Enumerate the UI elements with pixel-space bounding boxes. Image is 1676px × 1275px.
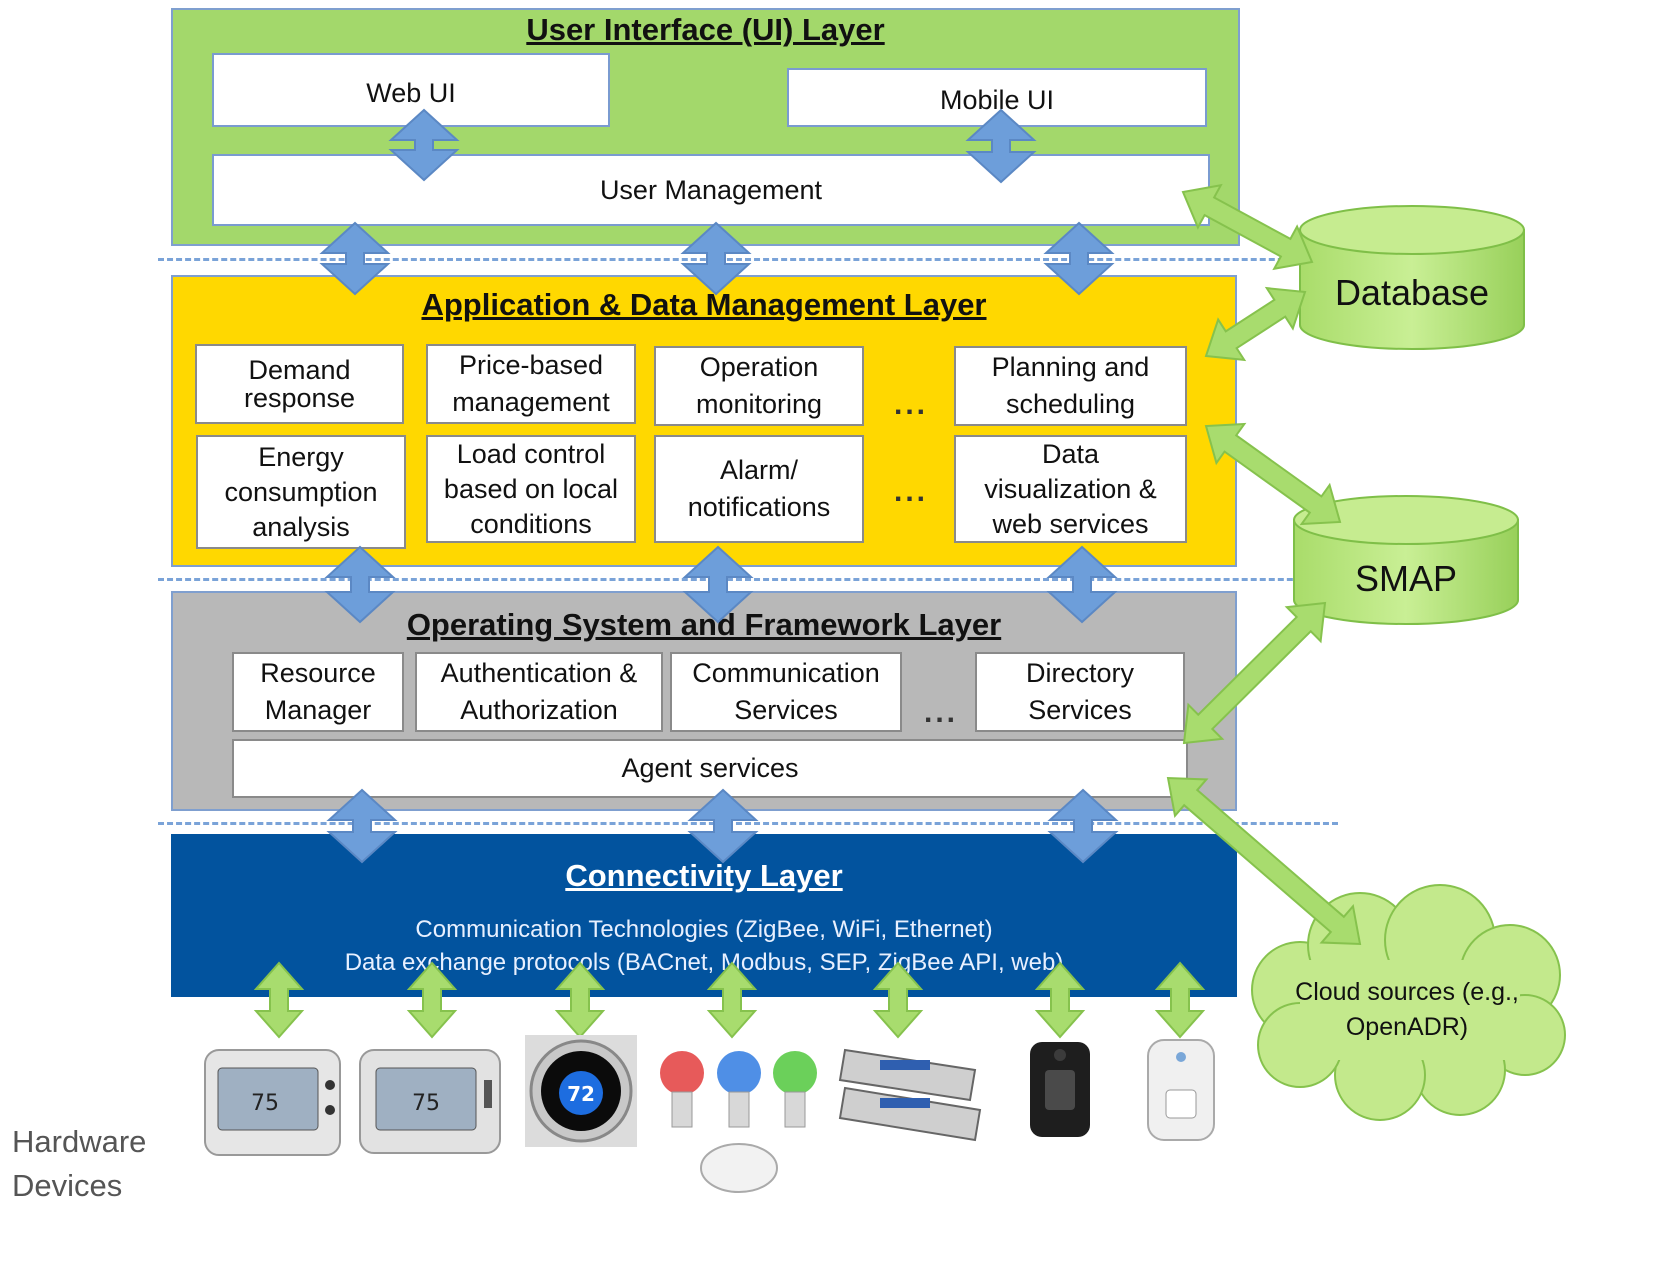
- device-link-arrow-6: [1034, 961, 1086, 1039]
- user-management-box: User Management: [212, 154, 1210, 226]
- layer-separator-2: [158, 578, 1338, 581]
- device-link-arrow-5: [872, 961, 924, 1039]
- user-management-database-arrow: [1181, 183, 1314, 271]
- ui-to-app-arrow-3: [1043, 221, 1115, 296]
- communication-technologies-text: Communication Technologies (ZigBee, WiFi…: [415, 916, 993, 943]
- thermostat-reading-2: 75: [412, 1091, 440, 1116]
- app-more-ellipsis-2: ...: [894, 475, 929, 508]
- communication-services-box: Communication Services: [670, 652, 902, 732]
- os-to-connectivity-arrow-2: [687, 788, 759, 864]
- mobile-ui-to-user-management-arrow: [965, 108, 1037, 184]
- thermostat-reading-1: 75: [251, 1091, 279, 1116]
- smap-cylinder-icon: [1293, 495, 1519, 625]
- smap-label: SMAP: [1354, 558, 1458, 599]
- lighting-ballasts-icon: [838, 1048, 982, 1142]
- device-link-arrow-1: [253, 961, 305, 1039]
- smart-meter-icon: [1030, 1042, 1090, 1137]
- layer-separator-1: [158, 258, 1338, 261]
- os-layer-title: Operating System and Framework Layer: [406, 607, 1002, 642]
- ui-to-app-arrow-1: [319, 221, 391, 296]
- cloud-sources-icon: [1251, 884, 1566, 1121]
- demand-response-box: Demand response: [195, 344, 404, 424]
- database-label: Database: [1334, 272, 1490, 313]
- authentication-authorization-box: Authentication & Authorization: [415, 652, 663, 732]
- app-to-os-arrow-1: [324, 545, 396, 624]
- os-to-connectivity-arrow-3: [1047, 788, 1119, 864]
- database-cylinder-icon: [1299, 205, 1525, 350]
- layer-separator-3: [158, 822, 1338, 825]
- device-link-arrow-2: [406, 961, 458, 1039]
- cloud-sources-label: Cloud sources (e.g., OpenADR): [1295, 978, 1519, 1041]
- os-smap-arrow: [1182, 601, 1327, 745]
- agent-cloud-arrow: [1166, 776, 1362, 946]
- alarm-notifications-box: Alarm/ notifications: [654, 435, 864, 543]
- thermostat-device-icon: 75: [204, 1049, 341, 1156]
- nest-thermostat-icon: 72: [525, 1035, 637, 1147]
- app-smap-arrow: [1204, 422, 1342, 526]
- smart-bulbs-icon: [660, 1051, 817, 1193]
- app-database-arrow: [1204, 286, 1307, 362]
- os-more-ellipsis: ...: [924, 696, 959, 729]
- application-layer-title: Application & Data Management Layer: [421, 287, 987, 322]
- operation-monitoring-box: Operation monitoring: [654, 346, 864, 426]
- load-control-box: Load control based on local conditions: [426, 435, 636, 543]
- agent-services-box: Agent services: [232, 739, 1188, 798]
- device-link-arrow-4: [706, 961, 758, 1039]
- resource-manager-box: Resource Manager: [232, 652, 404, 732]
- connectivity-layer-title: Connectivity Layer: [565, 858, 843, 893]
- data-exchange-protocols-text: Data exchange protocols (BACnet, Modbus,…: [344, 949, 1064, 976]
- app-to-os-arrow-3: [1046, 545, 1118, 624]
- ui-to-app-arrow-2: [680, 221, 752, 296]
- smart-plug-icon: [1147, 1039, 1215, 1141]
- device-link-arrow-7: [1154, 961, 1206, 1039]
- nest-reading: 72: [567, 1082, 595, 1106]
- web-ui-to-user-management-arrow: [388, 108, 460, 182]
- os-to-connectivity-arrow-1: [326, 788, 398, 864]
- app-more-ellipsis-1: ...: [894, 388, 929, 421]
- price-based-management-box: Price-based management: [426, 344, 636, 424]
- thermostat-device-icon: 75: [359, 1049, 501, 1154]
- planning-scheduling-box: Planning and scheduling: [954, 346, 1187, 426]
- app-to-os-arrow-2: [682, 545, 754, 624]
- data-visualization-box: Data visualization & web services: [954, 435, 1187, 543]
- energy-consumption-box: Energy consumption analysis: [196, 435, 406, 549]
- directory-services-box: Directory Services: [975, 652, 1185, 732]
- ui-layer-title: User Interface (UI) Layer: [526, 12, 885, 47]
- hardware-devices-label: Hardware Devices: [12, 1124, 147, 1203]
